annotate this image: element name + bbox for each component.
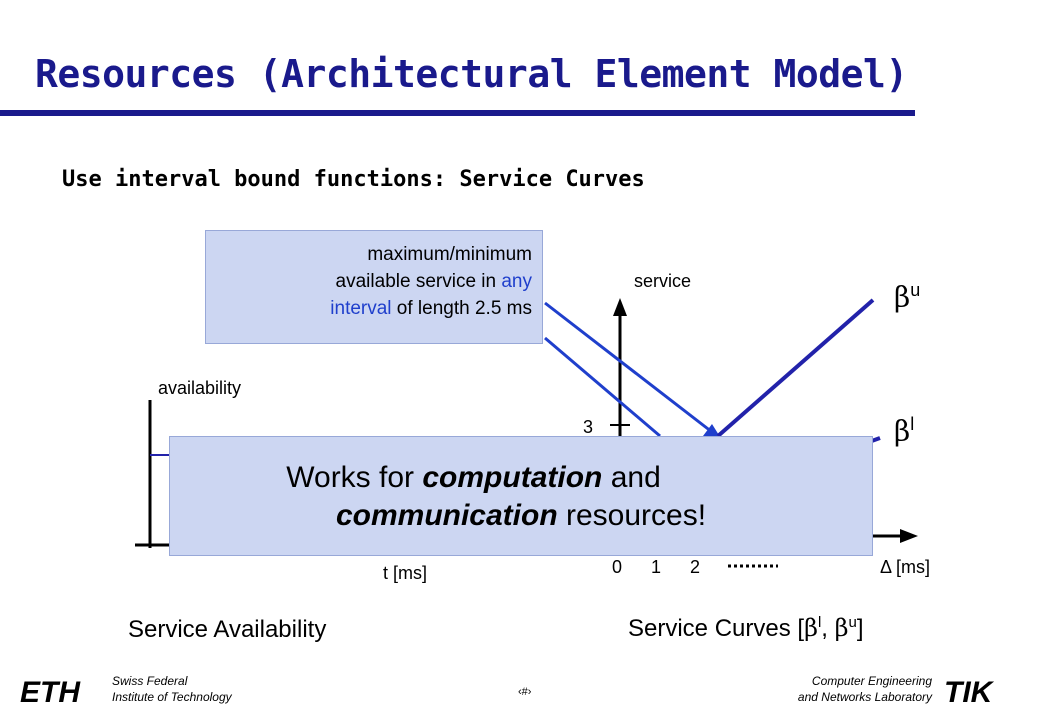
overlay-l1-c: and [602,461,661,494]
left-x-label: t [ms] [383,563,427,583]
left-y-label: availability [158,378,242,398]
callout-line2: available service in [335,271,502,292]
callout-arrow-lower [544,336,661,438]
footer-institution: Swiss Federal Institute of Technology [112,673,232,705]
footer-right-line1: Computer Engineering [811,674,932,688]
overlay-l2-b: resources! [557,499,707,532]
right-caption-sup1: l [817,614,822,631]
right-caption-end: ] [856,615,864,642]
footer-left-line1: Swiss Federal [112,674,188,688]
callout-emphasis-any: any [501,271,532,292]
right-caption-sup2: u [848,614,857,631]
overlay-emphasis-communication: communication [335,499,558,532]
tik-logo: TIK [944,676,995,706]
overlay-emphasis-computation: computation [422,461,603,494]
callout-box: maximum/minimum available service in any… [205,230,543,344]
slide-subtitle: Use interval bound functions: Service Cu… [62,167,645,192]
beta-lower-label: βl [894,414,914,447]
callout-emphasis-interval: interval [330,298,392,319]
right-caption-beta2: β [834,614,849,642]
beta-lower-symbol: β [894,414,911,448]
x-tick-label-2: 2 [690,557,701,577]
overlay-box: Works for computation and communication … [169,436,873,556]
right-y-label: service [634,271,692,291]
right-y-arrowhead [613,298,627,316]
right-x-arrowhead [900,529,918,543]
beta-upper-symbol: β [894,280,911,314]
slide-title: Resources (Architectural Element Model) [35,52,908,96]
title-underline [0,110,915,116]
x-tick-label-0: 0 [612,557,623,577]
callout-line1: maximum/minimum [367,244,532,265]
tik-logo-text: TIK [944,676,995,706]
footer-lab: Computer Engineering and Networks Labora… [766,673,932,705]
upper-service-curve [716,298,875,438]
eth-logo: ETH [20,676,81,706]
beta-upper-label: βu [894,280,920,313]
footer-right-line2: and Networks Laboratory [797,690,932,704]
overlay-l1-a: Works for [286,461,423,494]
beta-lower-sup: l [910,414,915,434]
callout-arrow-upper [544,301,713,434]
left-caption: Service Availability [128,616,327,643]
beta-upper-sup: u [910,280,921,300]
right-caption-mid: , [821,615,835,642]
callout-line3: of length 2.5 ms [391,298,532,319]
x-tick-label-1: 1 [651,557,662,577]
page-number: ‹#› [518,686,532,698]
y-tick-label-3: 3 [583,417,594,437]
right-caption-a: Service Curves [ [628,615,805,642]
right-x-label: Δ [ms] [880,557,931,577]
right-caption: Service Curves [βl, βu] [628,614,864,643]
right-caption-beta1: β [804,614,818,642]
footer-left-line2: Institute of Technology [112,690,232,704]
eth-logo-text: ETH [20,676,81,706]
